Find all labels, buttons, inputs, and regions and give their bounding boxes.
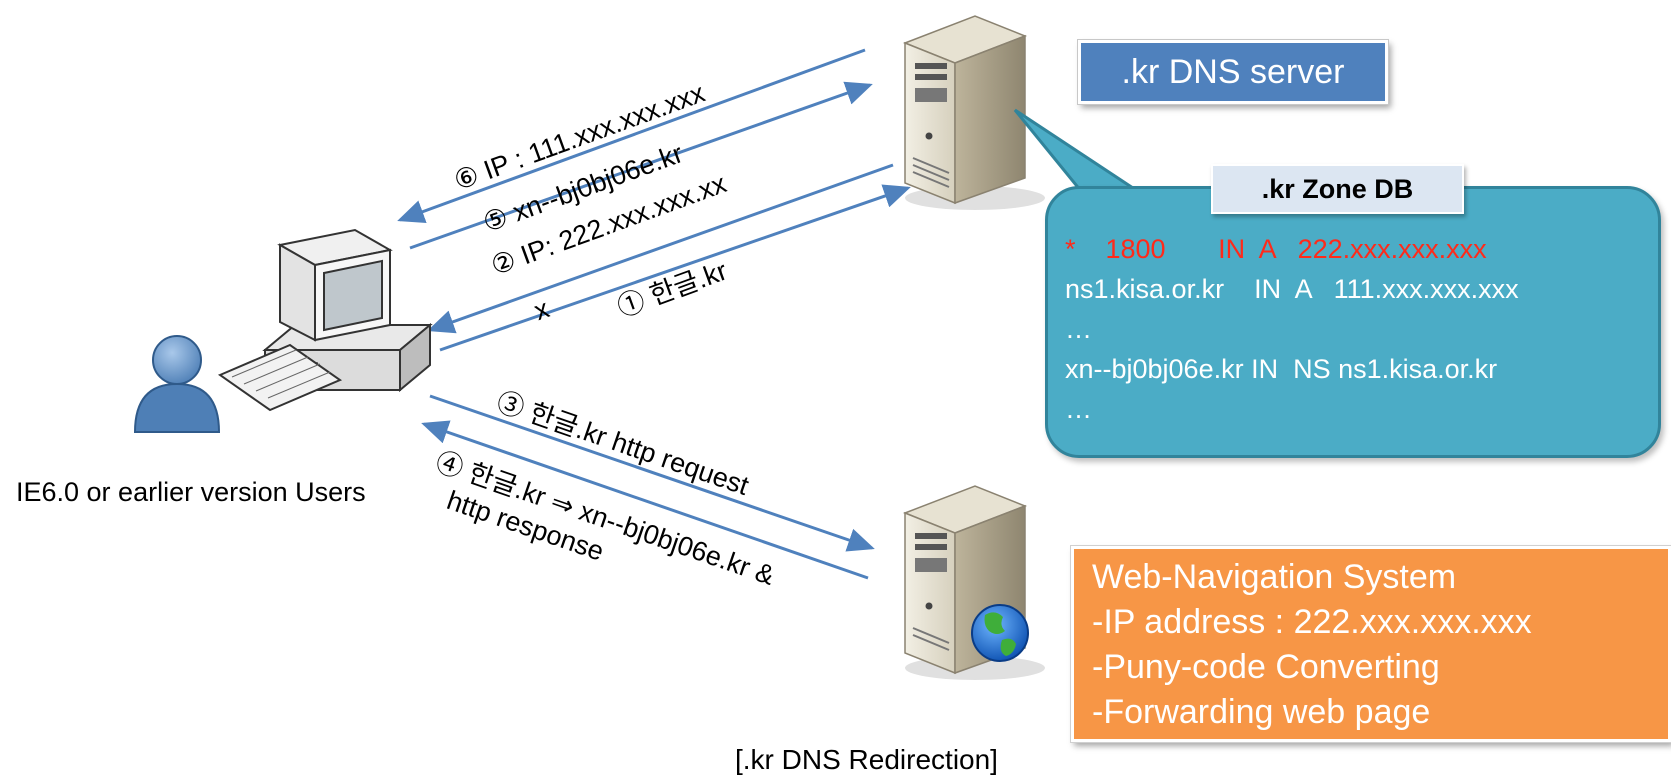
web-nav-title: Web-Navigation System bbox=[1092, 558, 1457, 596]
web-nav-ip: -IP address : 222.xxx.xxx.xxx bbox=[1092, 603, 1532, 641]
dns-server-label: .kr DNS server bbox=[1121, 53, 1345, 91]
zone-record-ns: xn--bj0bj06e.kr IN NS ns1.kisa.or.kr bbox=[1065, 354, 1498, 384]
arrow-step1 bbox=[439, 184, 911, 352]
web-navigation-box bbox=[1071, 546, 1671, 742]
user-person-icon bbox=[133, 335, 221, 433]
web-nav-forwarding: -Forwarding web page bbox=[1092, 693, 1431, 731]
zone-record-wildcard: * 1800 IN A 222.xxx.xxx.xxx bbox=[1065, 234, 1487, 264]
arrow-step6 bbox=[397, 48, 866, 224]
globe-icon bbox=[971, 604, 1029, 662]
zone-db-callout bbox=[1045, 186, 1661, 458]
arrow-step2 bbox=[427, 163, 894, 334]
dns-server-icon bbox=[902, 15, 1045, 210]
arrow-step5 bbox=[409, 81, 873, 250]
client-computer-icon bbox=[217, 228, 433, 412]
zone-record-ellipsis-1: … bbox=[1065, 314, 1092, 344]
zone-record-ns1: ns1.kisa.or.kr IN A 111.xxx.xxx.xxx bbox=[1065, 274, 1519, 304]
zone-record-ellipsis-2: … bbox=[1065, 394, 1092, 424]
web-server-icon bbox=[902, 485, 1045, 680]
figure-caption: [.kr DNS Redirection] bbox=[735, 744, 998, 775]
dns-server-label-box: .kr DNS server bbox=[1078, 40, 1388, 104]
web-nav-punycode: -Puny-code Converting bbox=[1092, 648, 1440, 686]
arrow-step4 bbox=[421, 420, 869, 580]
zone-db-title: .kr Zone DB bbox=[1211, 164, 1464, 214]
arrow-step3 bbox=[429, 394, 875, 552]
zone-callout-pointer bbox=[1013, 108, 1150, 198]
users-label: IE6.0 or earlier version Users bbox=[16, 477, 366, 507]
